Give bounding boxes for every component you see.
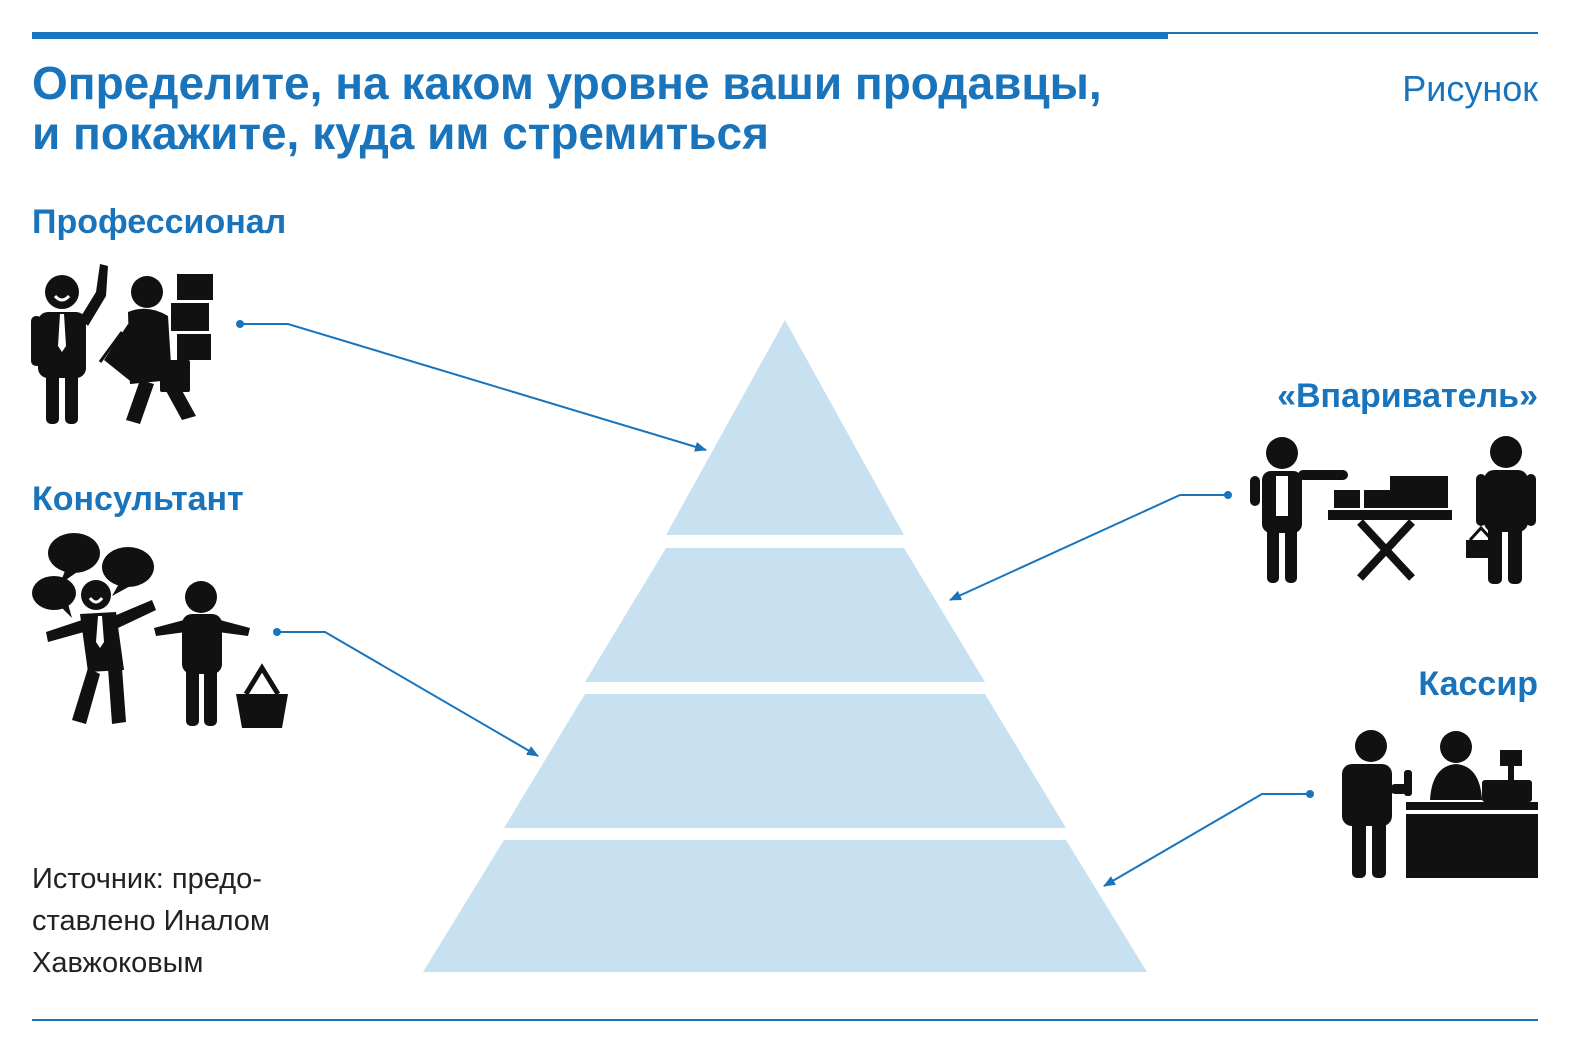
page-title: Определите, на каком уровне ваши продавц… [32,58,1232,158]
consultant-salesman-icon [46,580,156,724]
cashier-at-counter-icon [1406,731,1538,878]
label-consultant: Консультант [32,480,244,518]
pyramid-tier-1 [666,320,904,535]
customer-with-bottle-icon [1342,730,1412,878]
connector-professional [236,320,707,452]
connector-cashier [1103,790,1314,887]
customer-with-boxes-icon [98,272,215,424]
connector-consultant [273,628,539,757]
bottom-rule [32,1019,1538,1021]
source-line-2: ставлено Иналом [32,905,270,937]
figure-label: Рисунок [1402,68,1538,109]
connector-vparivatel [949,491,1232,601]
top-rule-thick [32,32,1168,39]
display-table-icon [1328,476,1452,581]
top-rule-thin [1168,32,1538,34]
source-note: Источник: предо- ставлено Иналом Хавжоко… [32,858,332,984]
pyramid-tier-4 [423,840,1147,972]
shopping-basket-icon [236,663,288,728]
label-cashier: Кассир [1418,665,1538,703]
pyramid-tier-2 [585,548,985,682]
professional-salesman-icon [31,264,108,424]
label-vparivatel: «Впариватель» [1277,377,1538,415]
pyramid-tier-3 [504,694,1066,828]
label-professional: Профессионал [32,203,287,241]
source-line-1: Источник: предо- [32,863,262,895]
customer-with-basket-icon [1466,436,1536,584]
source-line-3: Хавжоковым [32,947,204,979]
shrugging-customer-icon [154,581,250,726]
pyramid [423,320,1147,972]
seller-pointing-icon [1250,437,1348,583]
title-line-2: и покажите, куда им стремиться [32,107,769,159]
speech-bubbles-icon [32,533,154,618]
title-line-1: Определите, на каком уровне ваши продавц… [32,57,1102,109]
